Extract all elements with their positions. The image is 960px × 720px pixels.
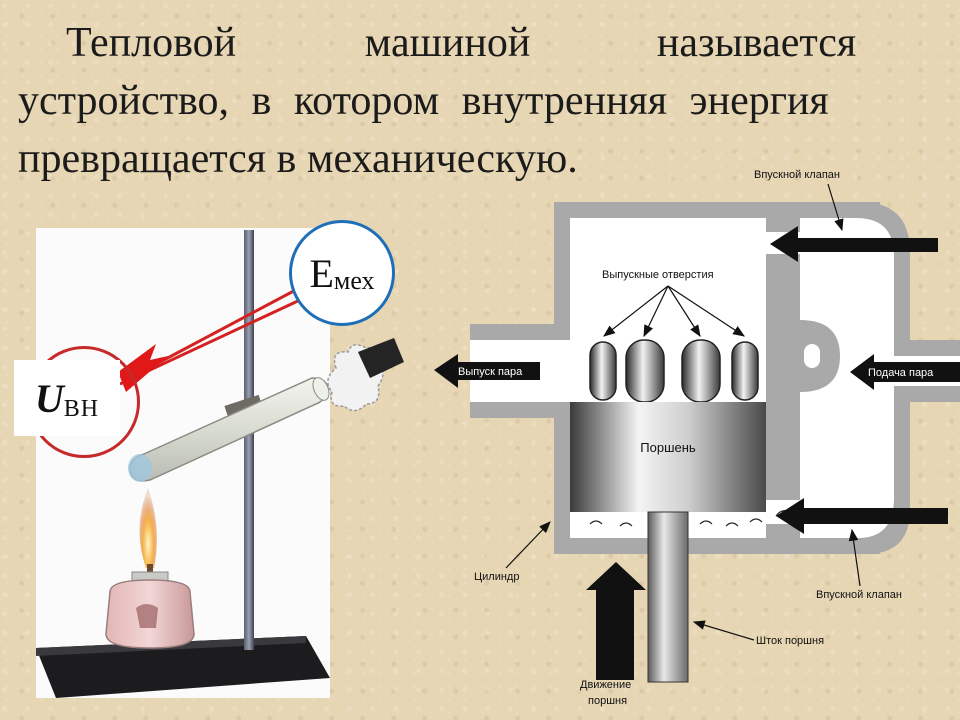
piston-motion-arrow bbox=[586, 562, 646, 680]
title-word-2: машиной bbox=[364, 20, 531, 66]
test-tube bbox=[128, 377, 330, 482]
exhaust-ports-label: Выпускные отверстия bbox=[602, 269, 714, 281]
uvn-symbol: U bbox=[34, 375, 64, 421]
steam-exhaust-label: Выпуск пара bbox=[458, 366, 523, 378]
piston-motion-label-1: Движение bbox=[580, 679, 631, 691]
title-line-3: превращается в механическую. bbox=[18, 136, 578, 182]
supply-arrow bbox=[850, 354, 960, 390]
intake-arrow-top bbox=[770, 226, 938, 262]
piston-rod bbox=[647, 511, 689, 683]
emex-subscript: мех bbox=[333, 265, 375, 295]
emex-symbol: E bbox=[309, 250, 334, 296]
intake-valve-bottom-label: Впускной клапан bbox=[816, 589, 902, 601]
intake-arrow-bottom bbox=[776, 498, 948, 534]
steam-engine-diagram: Поршень Выпуск пара Подача пара Впускной… bbox=[434, 169, 960, 707]
cylinder-label: Цилиндр bbox=[474, 571, 519, 583]
stand-rod bbox=[244, 230, 254, 650]
steam-supply-label: Подача пара bbox=[868, 367, 934, 379]
intake-valve-top-label: Впускной клапан bbox=[754, 169, 840, 181]
exhaust-arrow bbox=[434, 354, 540, 388]
title-word-1: Тепловой bbox=[66, 20, 237, 66]
spirit-lamp bbox=[105, 571, 195, 649]
lab-setup-photo bbox=[36, 228, 330, 698]
piston-motion-label-2: поршня bbox=[588, 695, 627, 707]
internal-energy-badge: UВН bbox=[14, 360, 120, 436]
flame bbox=[139, 488, 157, 568]
steam-arrows: Выпуск пара Подача пара bbox=[434, 226, 960, 680]
piston-rod-label: Шток поршня bbox=[756, 635, 824, 647]
mechanical-energy-badge: Eмех bbox=[289, 220, 395, 326]
exhaust-ports bbox=[589, 339, 759, 403]
piston-label: Поршень bbox=[640, 440, 696, 455]
title-line-2: устройство, в котором внутренняя энергия bbox=[18, 78, 829, 124]
definition-text: Тепловой машиной называется устройство, … bbox=[18, 14, 930, 188]
lab-setup-illustration bbox=[36, 230, 330, 698]
piston bbox=[570, 402, 766, 512]
title-word-3: называется bbox=[656, 20, 857, 66]
steam-puff bbox=[327, 338, 404, 412]
uvn-subscript: ВН bbox=[63, 395, 100, 422]
